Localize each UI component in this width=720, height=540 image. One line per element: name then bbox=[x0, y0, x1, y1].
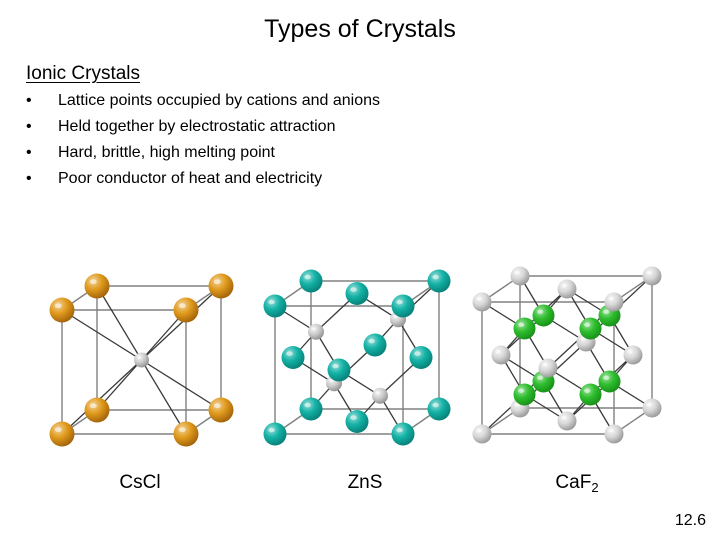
bullet-point-icon: • bbox=[26, 118, 32, 135]
list-item: • Hard, brittle, high melting point bbox=[26, 140, 666, 166]
figure-caption-text: CsCl bbox=[119, 472, 161, 493]
zns-lattice-diagram bbox=[263, 269, 451, 446]
list-item-label: Lattice points occupied by cations and a… bbox=[58, 92, 380, 109]
list-item: • Lattice points occupied by cations and… bbox=[26, 88, 666, 114]
figure-caption-zns: ZnS bbox=[250, 472, 480, 495]
list-item-label: Held together by electrostatic attractio… bbox=[58, 118, 336, 135]
figure-caption-caf2: CaF2 bbox=[462, 472, 692, 495]
figure-caption-text: CaF bbox=[555, 472, 592, 493]
cscl-lattice-diagram bbox=[49, 273, 234, 447]
crystal-figure-cscl: CsCl bbox=[25, 238, 255, 508]
figure-caption-text: ZnS bbox=[347, 472, 383, 493]
figure-caption-cscl: CsCl bbox=[25, 472, 255, 495]
bullet-point-icon: • bbox=[26, 92, 32, 109]
list-item-label: Poor conductor of heat and electricity bbox=[58, 170, 323, 187]
list-item: • Poor conductor of heat and electricity bbox=[26, 166, 666, 192]
slide-number: 12.6 bbox=[674, 512, 706, 529]
figure-caption-subscript: 2 bbox=[591, 480, 599, 495]
crystal-figure-zns: ZnS bbox=[250, 238, 480, 508]
crystal-figure-group: CsCl ZnS CaF2 bbox=[0, 238, 720, 508]
bullet-point-icon: • bbox=[26, 170, 32, 187]
list-item-label: Hard, brittle, high melting point bbox=[58, 144, 275, 161]
page-title: Types of Crystals bbox=[264, 15, 456, 43]
section-heading: Ionic Crystals bbox=[26, 63, 141, 84]
bullet-list: • Lattice points occupied by cations and… bbox=[26, 88, 666, 192]
crystal-figure-caf2: CaF2 bbox=[462, 238, 692, 508]
bullet-point-icon: • bbox=[26, 144, 32, 161]
caf2-lattice-diagram bbox=[472, 266, 662, 444]
list-item: • Held together by electrostatic attract… bbox=[26, 114, 666, 140]
